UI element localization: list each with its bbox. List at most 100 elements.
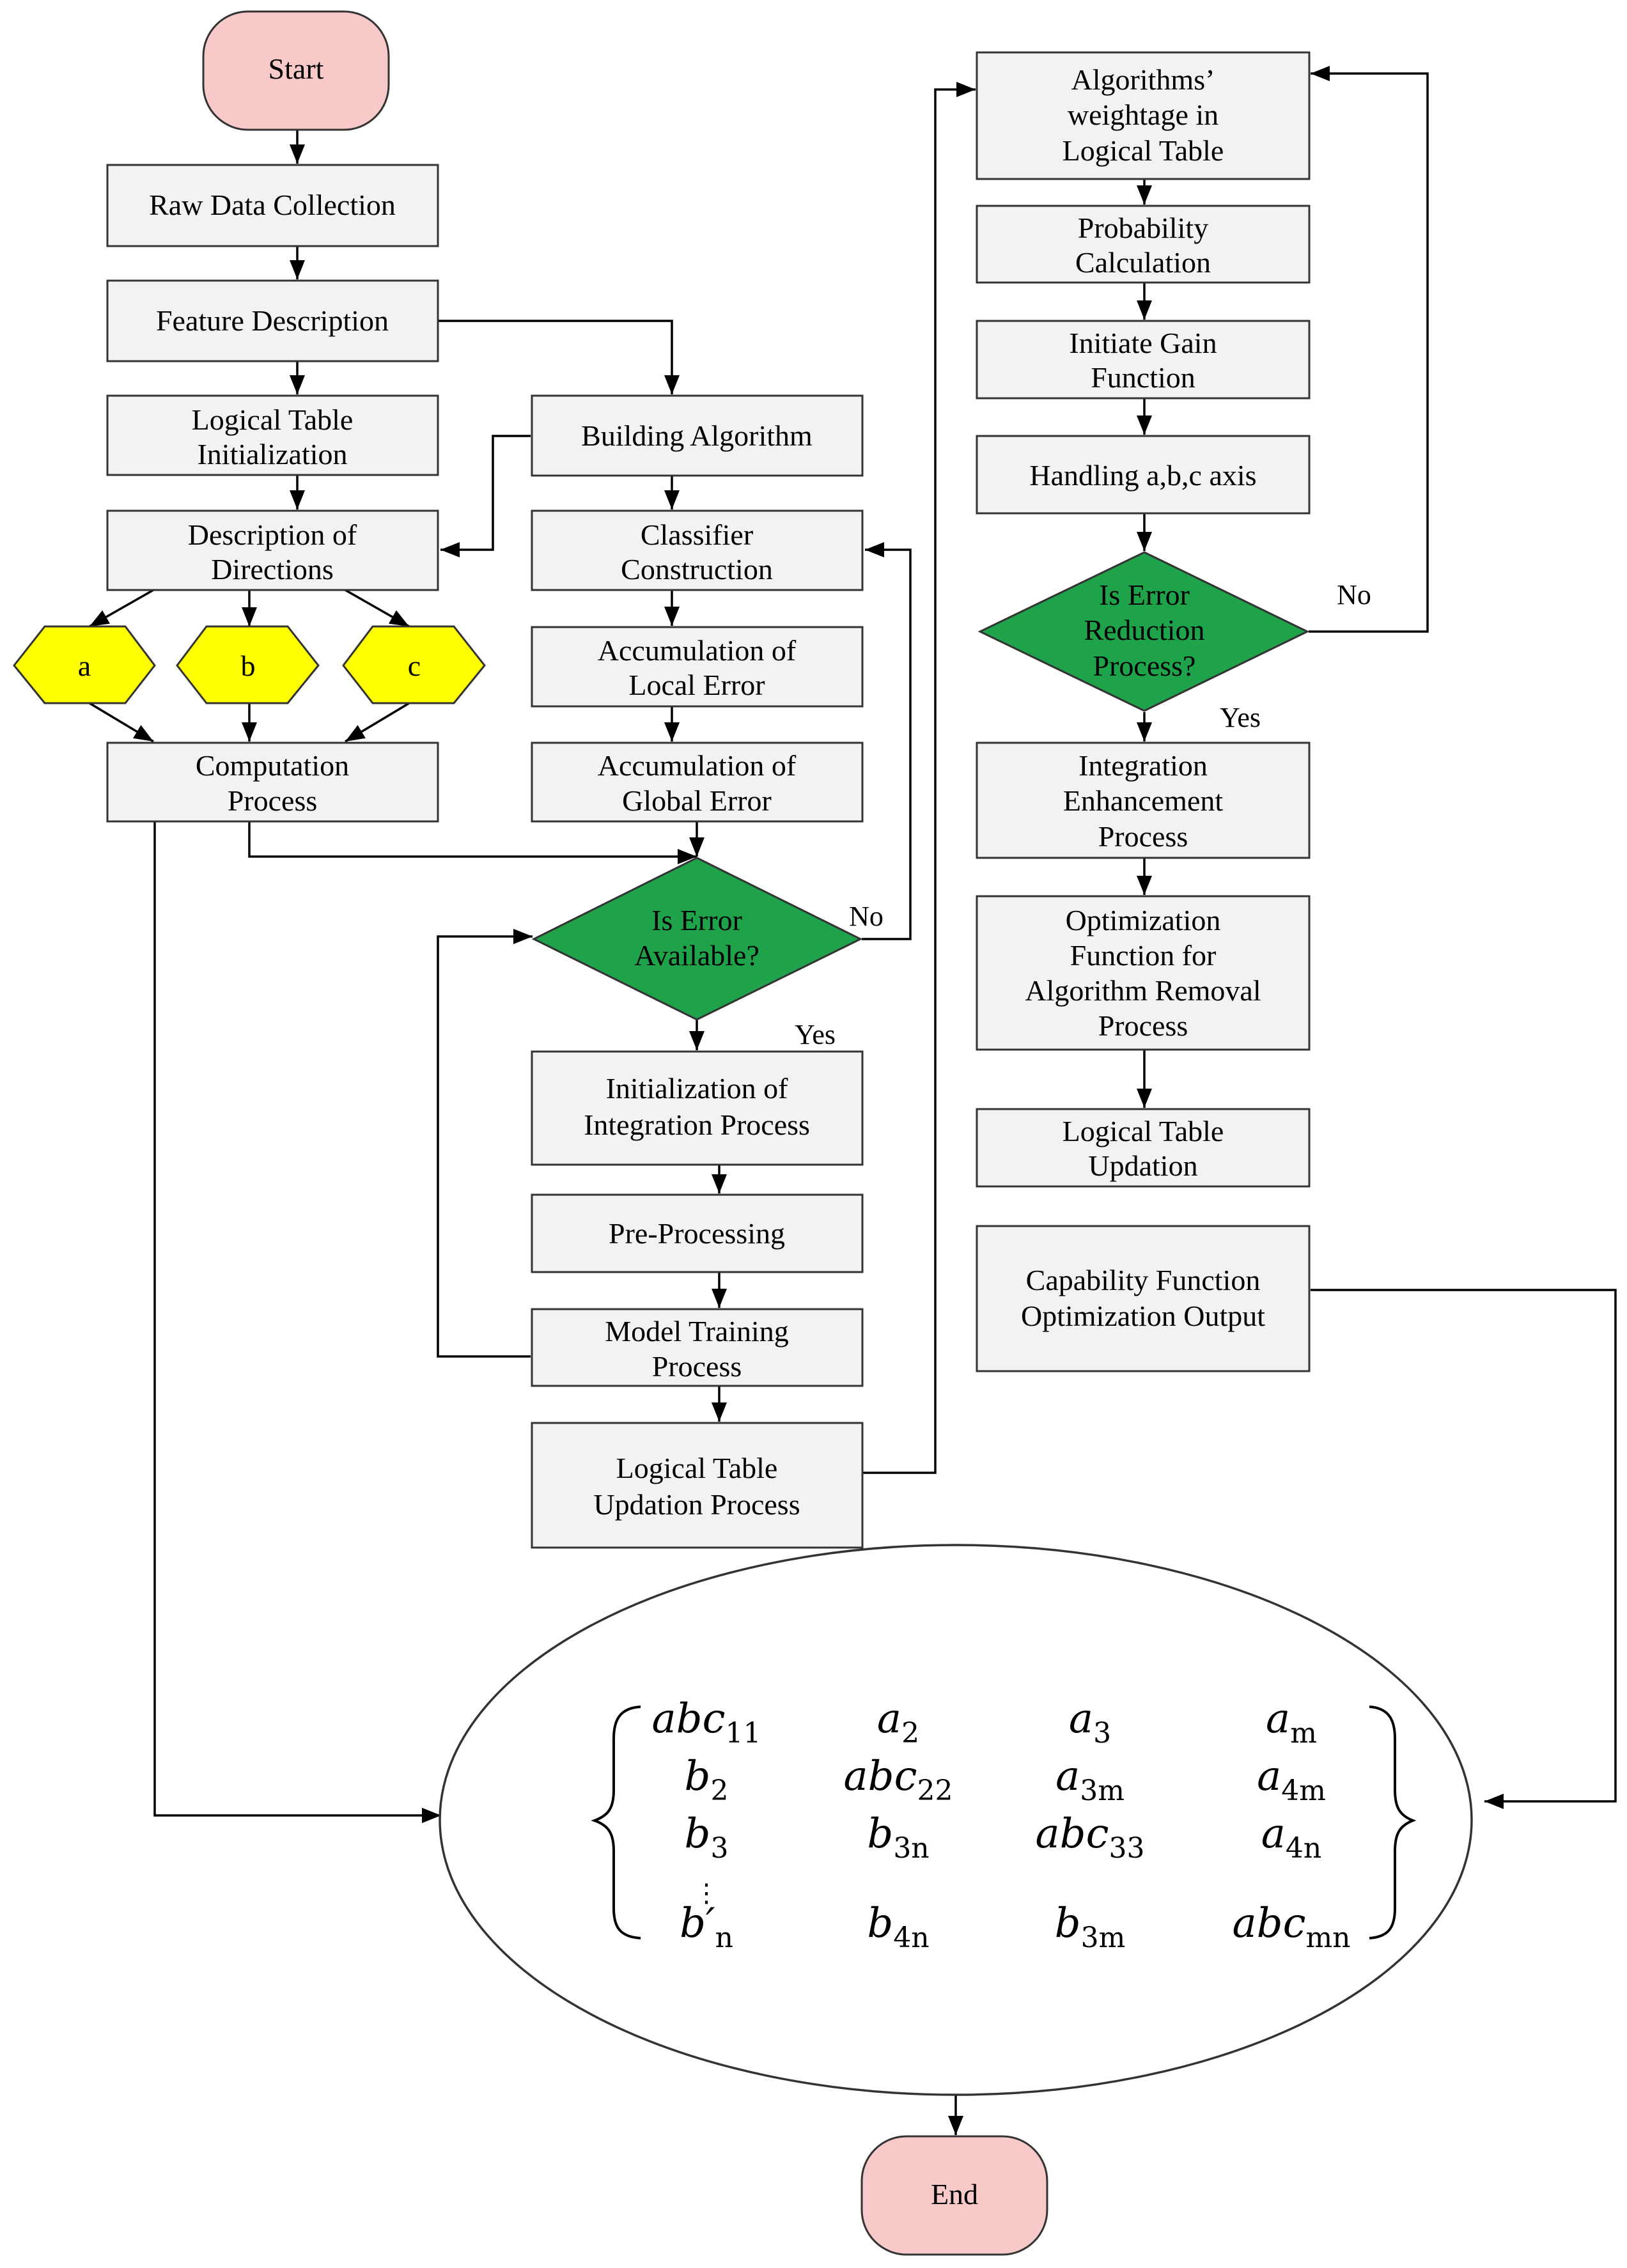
edge-directions-a-arrowhead bbox=[90, 610, 111, 626]
end-label: End bbox=[931, 2178, 978, 2210]
edge-model-logical-updation-arrowhead bbox=[712, 1402, 727, 1422]
logical-updation-process-line-2: Updation Process bbox=[593, 1488, 800, 1521]
matrix-cell-r2-c2: abc22 bbox=[844, 1753, 953, 1807]
logical-init-node: Logical Table Initialization bbox=[106, 394, 439, 476]
matrix-cell-r4-c3: b3m bbox=[1055, 1900, 1126, 1954]
edge-local-global-arrowhead bbox=[664, 722, 680, 742]
directions-node: Description of Directions bbox=[106, 509, 439, 591]
edge-capability-matrix-arrowhead bbox=[1484, 1794, 1504, 1809]
edge-feature-building bbox=[437, 320, 673, 394]
edge-logical-init-directions-arrowhead bbox=[290, 490, 305, 509]
logical-updation-line-1: Logical Table bbox=[1063, 1115, 1224, 1147]
is-reduction-line-2: Reduction bbox=[1084, 614, 1204, 646]
integration-enhancement-node: Integration Enhancement Process bbox=[976, 742, 1311, 859]
edge-building-classifier-arrowhead bbox=[664, 490, 680, 509]
edge-gain-handling-arrowhead bbox=[1137, 416, 1152, 435]
matrix-cell-r4-c1: b′n bbox=[680, 1900, 733, 1954]
probability-node: Probability Calculation bbox=[976, 205, 1311, 284]
global-error-line-1: Accumulation of bbox=[598, 749, 797, 782]
edge-updation-weightage bbox=[862, 88, 976, 1474]
hexagon-a-label: a bbox=[78, 649, 91, 682]
directions-line-1: Description of bbox=[188, 518, 357, 551]
logical-updation-process-node: Logical Table Updation Process bbox=[531, 1422, 864, 1549]
matrix-cell-r1-c4: am bbox=[1266, 1695, 1317, 1750]
feature-node: Feature Description bbox=[106, 279, 439, 362]
edge-computation-is-error bbox=[248, 821, 697, 858]
matrix-cell-r1-c1: abc11 bbox=[652, 1695, 761, 1750]
logical-init-line-2: Initialization bbox=[197, 438, 347, 470]
edge-a-computation-arrowhead bbox=[133, 725, 153, 742]
global-error-node: Accumulation of Global Error bbox=[531, 742, 864, 823]
local-error-line-1: Accumulation of bbox=[598, 634, 797, 667]
gain-line-1: Initiate Gain bbox=[1069, 327, 1217, 359]
matrix-cell-r1-c3: a3 bbox=[1069, 1695, 1111, 1750]
edge-handling-reduction-arrowhead bbox=[1137, 532, 1152, 551]
yes-label-2: Yes bbox=[1220, 702, 1261, 733]
edge-computation-is-error-arrowhead bbox=[678, 849, 697, 864]
directions-line-2: Directions bbox=[211, 553, 334, 586]
logical-updation-line-2: Updation bbox=[1088, 1149, 1197, 1182]
start-label: Start bbox=[269, 52, 324, 85]
edge-raw-feature-arrowhead bbox=[290, 260, 305, 279]
edge-weightage-probability-arrowhead bbox=[1137, 185, 1152, 205]
hexagon-b-label: b bbox=[241, 649, 256, 682]
edge-capability-matrix bbox=[1311, 1289, 1617, 1803]
edge-computation-matrix-arrowhead bbox=[422, 1808, 441, 1823]
classifier-line-2: Construction bbox=[621, 553, 773, 586]
matrix-cell-r3-c1: b3 bbox=[685, 1810, 729, 1865]
handling-label: Handling a,b,c axis bbox=[1029, 459, 1256, 492]
edge-feature-logical-init-arrowhead bbox=[290, 375, 305, 394]
edge-classifier-local-arrowhead bbox=[664, 607, 680, 626]
edge-global-is-error-arrowhead bbox=[689, 837, 705, 857]
weightage-line-1: Algorithms’ bbox=[1071, 63, 1215, 96]
edge-updation-weightage-arrowhead bbox=[956, 82, 976, 97]
edge-is-error-yes-init-arrowhead bbox=[689, 1031, 705, 1050]
init-integration-line-2: Integration Process bbox=[584, 1108, 810, 1141]
edge-building-directions bbox=[440, 435, 531, 551]
hexagon-c-label: c bbox=[408, 649, 421, 682]
computation-line-2: Process bbox=[228, 784, 318, 817]
edge-model-loop bbox=[437, 935, 533, 1358]
integration-enhancement-line-1: Integration bbox=[1078, 749, 1208, 782]
handling-node: Handling a,b,c axis bbox=[976, 435, 1311, 515]
edge-matrix-end-arrowhead bbox=[948, 2116, 963, 2135]
matrix-cell-r1-c2: a2 bbox=[877, 1695, 919, 1750]
is-error-line-2: Available? bbox=[634, 939, 759, 972]
matrix-cell-r2-c1: b2 bbox=[685, 1753, 729, 1807]
model-training-line-2: Process bbox=[652, 1350, 742, 1383]
is-error-line-1: Is Error bbox=[651, 904, 742, 936]
is-error-decision: Is Error Available? bbox=[531, 857, 863, 1021]
optimization-line-3: Algorithm Removal bbox=[1025, 974, 1261, 1007]
capability-line-1: Capability Function bbox=[1026, 1264, 1261, 1296]
logical-updation-node: Logical Table Updation bbox=[976, 1108, 1311, 1188]
integration-enhancement-line-2: Enhancement bbox=[1063, 784, 1224, 817]
is-reduction-line-1: Is Error bbox=[1099, 579, 1190, 611]
building-label: Building Algorithm bbox=[581, 419, 813, 452]
matrix-cell-r4-c2: b4n bbox=[867, 1900, 929, 1954]
edge-directions-c-arrowhead bbox=[388, 610, 409, 626]
gain-node: Initiate Gain Function bbox=[976, 320, 1311, 400]
hexagon-c: c bbox=[342, 625, 486, 704]
optimization-line-2: Function for bbox=[1070, 939, 1217, 972]
preprocessing-label: Pre-Processing bbox=[609, 1217, 785, 1250]
raw-data-node: Raw Data Collection bbox=[106, 164, 439, 247]
optimization-line-1: Optimization bbox=[1066, 904, 1221, 936]
edge-is-error-no-classifier bbox=[862, 548, 912, 940]
matrix-cell-r3-c3: abc33 bbox=[1036, 1810, 1145, 1865]
nodes: Start Raw Data Collection Feature Descri… bbox=[13, 10, 1473, 2256]
local-error-node: Accumulation of Local Error bbox=[531, 626, 864, 708]
computation-node: Computation Process bbox=[106, 742, 439, 823]
matrix-cell-r2-c4: a4m bbox=[1257, 1753, 1326, 1807]
edge-start-raw-arrowhead bbox=[290, 144, 305, 164]
yes-label-1: Yes bbox=[795, 1019, 836, 1050]
edge-pre-model-arrowhead bbox=[712, 1289, 727, 1308]
capability-node: Capability Function Optimization Output bbox=[976, 1225, 1311, 1372]
probability-line-1: Probability bbox=[1078, 212, 1208, 244]
is-reduction-decision: Is Error Reduction Process? bbox=[977, 551, 1310, 712]
right-brace bbox=[1369, 1705, 1417, 1939]
optimization-node: Optimization Function for Algorithm Remo… bbox=[976, 895, 1311, 1051]
edge-directions-b-arrowhead bbox=[242, 607, 257, 626]
matrix-cell-r4-c4: abcmn bbox=[1232, 1900, 1350, 1954]
edge-computation-matrix bbox=[153, 821, 441, 1817]
